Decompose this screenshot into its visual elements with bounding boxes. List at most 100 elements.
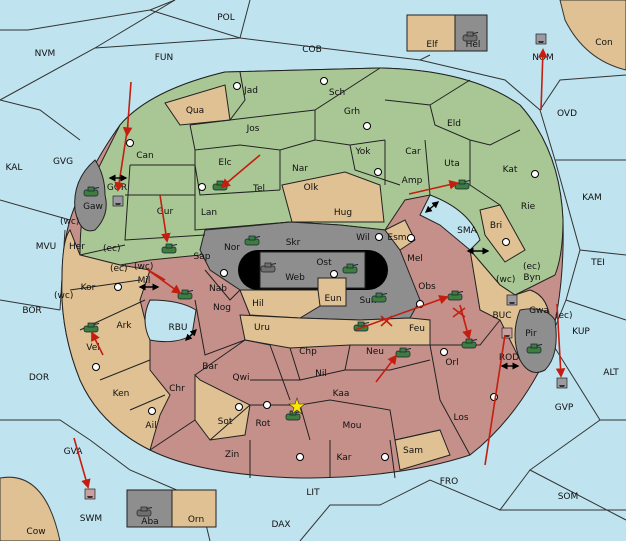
army-unit <box>526 343 543 354</box>
sea-label: TEI <box>590 258 605 268</box>
coast-marker: (ec) <box>555 311 573 321</box>
land-label: Esm <box>387 233 406 243</box>
supply-center <box>114 283 122 291</box>
tan-olk-hug <box>281 171 385 223</box>
supply-center <box>363 122 371 130</box>
coast-marker: (wc) <box>496 275 515 285</box>
corner-labels: Con Cow <box>26 38 612 537</box>
gray-pir[interactable] <box>514 308 557 373</box>
sea-label: KUP <box>572 327 590 337</box>
land-label: Kaa <box>333 389 350 399</box>
order-arrows <box>73 48 566 489</box>
land-label: Gur <box>157 207 174 217</box>
lake-rbu <box>144 299 197 343</box>
sea-label: RBU <box>168 323 187 333</box>
land-label: Byn <box>523 273 540 283</box>
army-unit <box>260 262 277 273</box>
core-eun[interactable] <box>317 277 347 307</box>
land-label: Bri <box>490 221 502 231</box>
star-icon <box>288 397 306 415</box>
sea-label: DAX <box>271 520 290 530</box>
land-label: Nab <box>209 284 227 294</box>
land-label: Uta <box>444 159 460 169</box>
sea-label: BUC <box>492 311 511 321</box>
land-label: Uru <box>254 323 270 333</box>
army-unit <box>244 235 261 246</box>
sea-label: DOR <box>29 373 49 383</box>
coast-marker: (ec) <box>523 262 541 272</box>
army-unit <box>461 338 478 349</box>
fleet-unit <box>556 377 568 389</box>
army-unit <box>161 243 178 254</box>
sea-label: COB <box>302 45 322 55</box>
land-label: Nil <box>315 369 327 379</box>
land-label: Can <box>136 151 154 161</box>
land-label: Web <box>285 273 305 283</box>
supply-center <box>263 401 271 409</box>
province-borders <box>69 67 521 479</box>
land-label: Jos <box>246 124 260 134</box>
land-label: Jad <box>243 86 258 96</box>
land-label: Hug <box>334 208 352 218</box>
sea-label: LIT <box>306 488 320 498</box>
land-label: Bar <box>202 362 218 372</box>
units <box>83 31 568 517</box>
land-label: Ail <box>145 421 156 431</box>
land-label: Tel <box>252 184 265 194</box>
land-label: Zin <box>225 450 239 460</box>
supply-center <box>235 403 243 411</box>
sea-labels: POL NVM FUN COB OVD KAL GVG KAM MVU SMA … <box>6 13 620 530</box>
army-unit <box>83 186 100 197</box>
box-elf[interactable] <box>406 14 456 52</box>
sea-label: FRO <box>440 477 459 487</box>
land-label: Chp <box>299 347 317 357</box>
sea-label: OVD <box>557 109 577 119</box>
land-label: Orn <box>188 515 204 525</box>
land-label: Nar <box>292 164 308 174</box>
land-label: Kat <box>503 165 518 175</box>
land-label: Wil <box>356 233 370 243</box>
land-label: Nog <box>213 303 231 313</box>
box-orn[interactable] <box>171 489 217 528</box>
supply-center <box>233 82 241 90</box>
supply-center <box>502 238 510 246</box>
land-label: Nor <box>224 243 240 253</box>
land-label: Mel <box>407 254 423 264</box>
land-label: Pir <box>525 329 537 339</box>
land-label: Neu <box>366 347 384 357</box>
tan-bri <box>479 204 526 263</box>
coast-marker: (wc) <box>60 217 79 227</box>
sea-label: FUN <box>155 53 174 63</box>
tan-hil-uru <box>239 289 321 319</box>
fleet-unit <box>501 327 513 339</box>
supply-center <box>320 77 328 85</box>
land-label: Qwi <box>233 373 250 383</box>
land-label: Car <box>405 147 421 157</box>
supply-center <box>220 269 228 277</box>
land-label: GVP <box>555 403 574 413</box>
land-label: Ost <box>316 258 332 268</box>
sea-label: SOM <box>558 492 579 502</box>
sea-label: KAM <box>582 193 602 203</box>
land-label: Mou <box>343 421 362 431</box>
supply-center <box>407 234 415 242</box>
coast-marker: (wc) <box>134 262 153 272</box>
sea-label: MVU <box>36 242 57 252</box>
land-label: Olk <box>304 183 320 193</box>
supply-center <box>148 407 156 415</box>
supply-center <box>531 170 539 178</box>
supply-center <box>330 270 338 278</box>
sea-label: POL <box>217 13 235 23</box>
army-unit <box>371 292 388 303</box>
supply-center <box>296 453 304 461</box>
land-label: Skr <box>286 238 301 248</box>
land-label: Orl <box>445 358 458 368</box>
sea-label: ALT <box>603 368 619 378</box>
coast-markers: (wc) (ec) (ec) (wc) (wc) (ec) (wc) (ec) <box>54 217 573 321</box>
land-label: Ark <box>116 321 132 331</box>
coast-marker: (ec) <box>110 264 128 274</box>
land-label: Feu <box>409 324 425 334</box>
land-label: Kor <box>81 283 96 293</box>
land-label: Vel <box>86 343 100 353</box>
